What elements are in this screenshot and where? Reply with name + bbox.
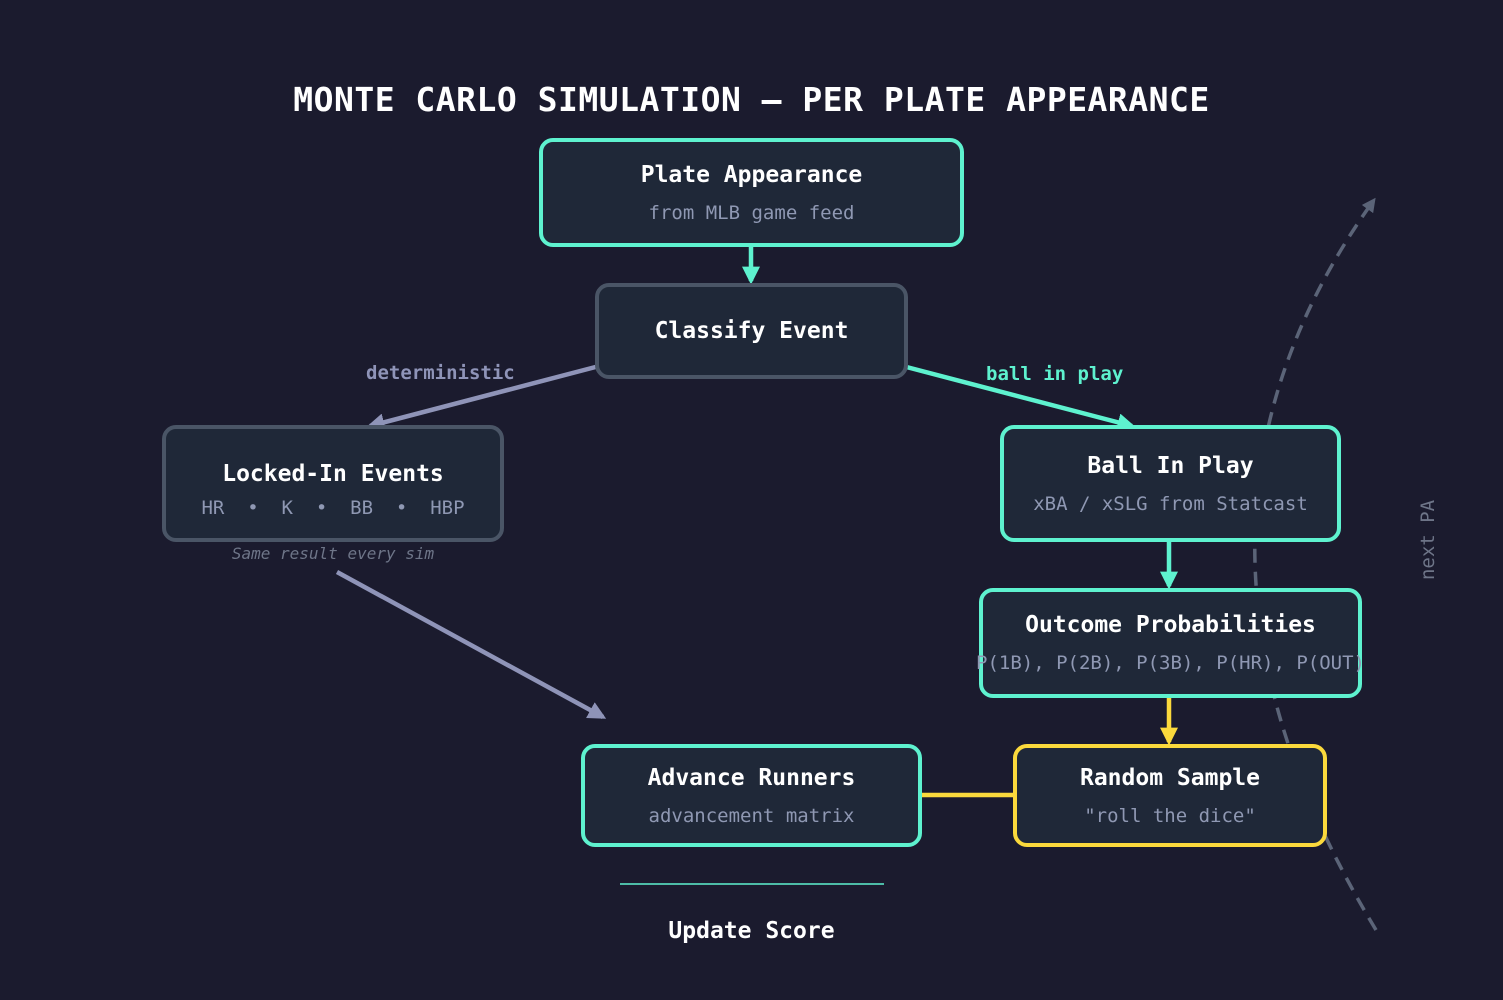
node-subtitle: xBA / xSLG from Statcast xyxy=(1033,492,1308,515)
node-outcome-probabilities: Outcome Probabilities P(1B), P(2B), P(3B… xyxy=(976,588,1365,698)
arrow-classify-to-bip xyxy=(894,361,1136,432)
node-title: Locked-In Events xyxy=(222,460,444,487)
node-subtitle: HR • K • BB • HBP xyxy=(201,496,465,519)
edge-label-ball-in-play: ball in play xyxy=(986,363,1124,385)
node-title: Ball In Play xyxy=(1087,452,1254,479)
arrow-classify-to-locked xyxy=(366,361,608,432)
node-subtitle: P(1B), P(2B), P(3B), P(HR), P(OUT) xyxy=(976,652,1365,674)
node-title: Advance Runners xyxy=(647,764,856,791)
node-random-sample: Random Sample "roll the dice" xyxy=(1013,744,1327,847)
node-subtitle: advancement matrix xyxy=(648,804,855,827)
node-subtitle: from MLB game feed xyxy=(648,201,855,224)
node-ball-in-play: Ball In Play xBA / xSLG from Statcast xyxy=(1000,425,1341,542)
node-title: Classify Event xyxy=(654,318,849,344)
edge-label-deterministic: deterministic xyxy=(366,362,515,384)
node-title: Plate Appearance xyxy=(640,161,863,188)
locked-in-note: Same result every sim xyxy=(231,544,435,563)
edge-label-next-pa: next PA xyxy=(1417,499,1439,581)
node-update-score: Update Score xyxy=(668,918,835,944)
node-title: Random Sample xyxy=(1079,764,1260,791)
node-locked-in-events: Locked-In Events HR • K • BB • HBP xyxy=(162,425,504,542)
arrow-locked-to-advance xyxy=(335,570,607,719)
node-advance-runners: Advance Runners advancement matrix xyxy=(581,744,922,847)
diagram-title: MONTE CARLO SIMULATION — PER PLATE APPEA… xyxy=(293,80,1210,119)
node-classify-event: Classify Event xyxy=(595,283,908,379)
node-plate-appearance: Plate Appearance from MLB game feed xyxy=(539,138,964,247)
node-subtitle: "roll the dice" xyxy=(1084,804,1256,827)
node-title: Outcome Probabilities xyxy=(1025,612,1316,638)
